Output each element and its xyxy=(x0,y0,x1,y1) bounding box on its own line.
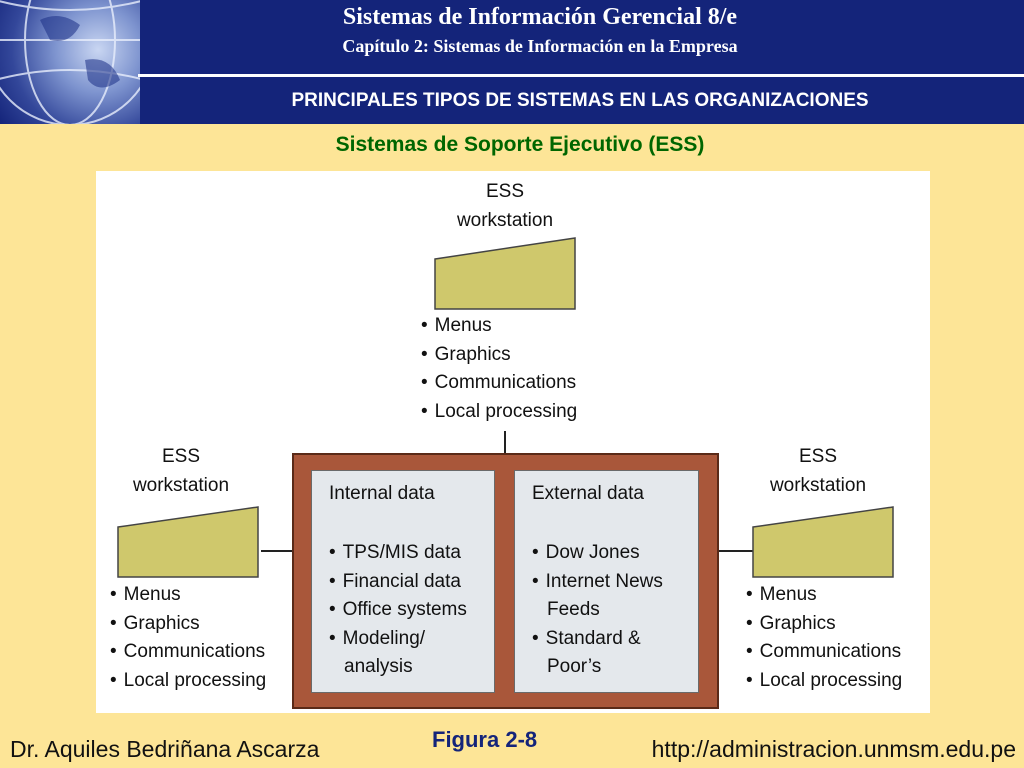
list-item: TPS/MIS data xyxy=(329,539,467,568)
list-item: Menus xyxy=(421,312,577,341)
list-item: Graphics xyxy=(421,341,577,370)
list-item: Communications xyxy=(746,638,902,667)
workstation-label-right: ESS workstation xyxy=(769,446,867,496)
workstation-features-top: Menus Graphics Communications Local proc… xyxy=(421,312,578,427)
slide-header: Sistemas de Información Gerencial 8/e Ca… xyxy=(0,0,1024,124)
list-item: Graphics xyxy=(110,610,266,639)
list-item: Poor’s xyxy=(547,656,602,677)
workstation-icon xyxy=(434,237,576,310)
diagram-shapes xyxy=(117,237,894,578)
list-item: Financial data xyxy=(329,568,467,597)
workstation-features-left: Menus Graphics Communications Local proc… xyxy=(110,581,267,696)
internal-data-list: TPS/MIS data Financial data Office syste… xyxy=(329,539,467,682)
ess-diagram: ESS workstation Menus Graphics Communica… xyxy=(96,171,930,713)
list-item: Communications xyxy=(421,369,577,398)
course-title: Sistemas de Información Gerencial 8/e xyxy=(342,4,738,30)
globe-logo xyxy=(0,0,140,124)
workstation-label-top: ESS workstation xyxy=(456,181,554,231)
external-data-panel: External data Dow Jones Internet News Fe… xyxy=(514,470,699,693)
list-item: Office systems xyxy=(329,596,467,625)
author-name: Dr. Aquiles Bedriñana Ascarza xyxy=(10,736,320,762)
workstation-icon xyxy=(117,506,259,578)
slide-title: Sistemas de Soporte Ejecutivo (ESS) xyxy=(335,133,705,156)
list-item: Standard & xyxy=(532,625,663,654)
figure-caption: Figura 2-8 xyxy=(432,727,538,752)
section-heading: PRINCIPALES TIPOS DE SISTEMAS EN LAS ORG… xyxy=(291,90,869,111)
list-item: Communications xyxy=(110,638,266,667)
list-item: Dow Jones xyxy=(532,539,663,568)
external-data-list: Dow Jones Internet News Feeds Standard &… xyxy=(532,539,663,682)
internal-data-title: Internal data xyxy=(329,483,435,504)
workstation-icon xyxy=(752,506,894,578)
list-item: Local processing xyxy=(110,667,267,696)
external-data-title: External data xyxy=(532,483,644,504)
header-divider xyxy=(138,74,1024,77)
list-item: Internet News xyxy=(532,568,663,597)
list-item: analysis xyxy=(344,656,413,677)
list-item: Local processing xyxy=(421,398,578,427)
list-item: Modeling/ xyxy=(329,625,467,654)
list-item: Menus xyxy=(110,581,266,610)
workstation-label-left: ESS workstation xyxy=(132,446,230,496)
list-item: Menus xyxy=(746,581,902,610)
workstation-features-right: Menus Graphics Communications Local proc… xyxy=(746,581,903,696)
website-url: http://administracion.unmsm.edu.pe xyxy=(651,736,1016,762)
chapter-subtitle: Capítulo 2: Sistemas de Información en l… xyxy=(342,36,738,56)
internal-data-panel: Internal data TPS/MIS data Financial dat… xyxy=(311,470,495,693)
list-item: Local processing xyxy=(746,667,903,696)
list-item: Feeds xyxy=(547,599,600,620)
list-item: Graphics xyxy=(746,610,902,639)
